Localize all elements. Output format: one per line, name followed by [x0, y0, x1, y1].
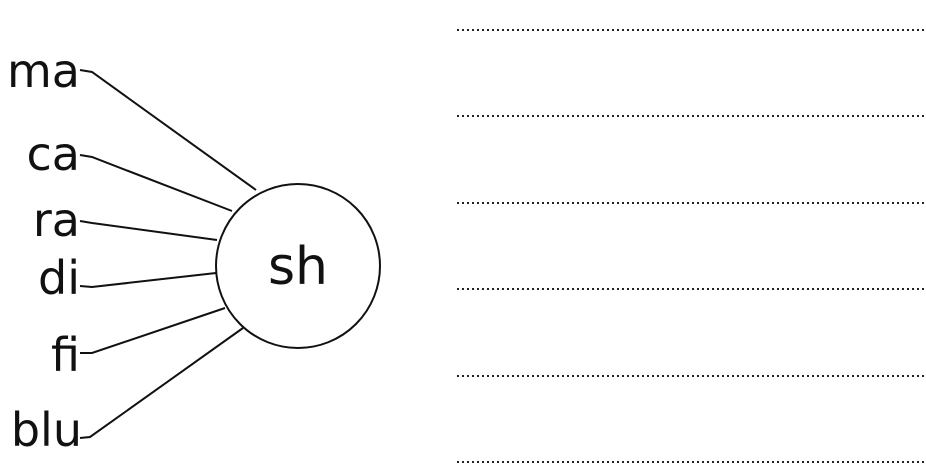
center-digraph: sh — [268, 237, 328, 297]
answer-writing-lines — [457, 29, 924, 463]
word-start-4: di — [38, 251, 80, 305]
connector-line-6 — [79, 327, 244, 439]
connector-line-3 — [79, 220, 218, 241]
connector-line-1 — [79, 69, 257, 191]
word-start-5: fi — [51, 328, 80, 382]
connector-lines — [79, 69, 257, 439]
word-start-3: ra — [33, 193, 80, 247]
connector-line-4 — [79, 272, 217, 289]
connector-line-5 — [80, 307, 226, 354]
word-start-list: ma ca ra di fi blu — [7, 44, 82, 457]
word-start-6: blu — [11, 403, 82, 457]
word-start-2: ca — [27, 127, 80, 181]
word-start-1: ma — [7, 44, 80, 98]
connector-line-2 — [79, 154, 233, 212]
digraph-circle — [215, 183, 381, 349]
